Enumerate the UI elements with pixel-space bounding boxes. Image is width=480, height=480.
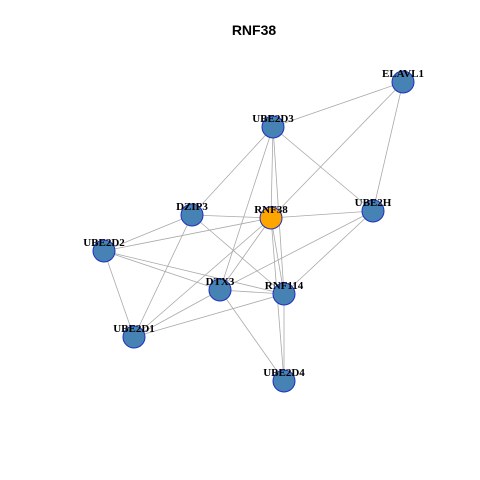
edge-rnf38-dtx3 [219, 217, 272, 291]
edge-ube2d3-dzip3 [191, 126, 274, 216]
graph-title: RNF38 [232, 22, 277, 38]
edge-dtx3-ube2d4 [219, 289, 285, 382]
node-ube2d4 [272, 369, 296, 393]
node-ube2d1 [122, 325, 146, 349]
node-label-dtx3: DTX3 [206, 276, 235, 288]
node-elavl1 [391, 70, 415, 94]
node-rnf114 [272, 282, 296, 306]
edge-dzip3-ube2d2 [103, 214, 193, 252]
edge-rnf38-rnf114 [270, 217, 285, 295]
edge-dzip3-rnf114 [191, 214, 285, 295]
edge-ube2d3-dtx3 [219, 126, 274, 291]
edge-rnf38-ube2d3 [270, 126, 274, 219]
node-label-rnf38: RNF38 [254, 204, 288, 216]
edge-elavl1-ube2d3 [272, 81, 404, 128]
node-label-rnf114: RNF114 [265, 280, 304, 292]
edge-layer [103, 81, 404, 382]
edge-ube2d2-rnf114 [103, 250, 285, 295]
node-layer [92, 70, 415, 393]
edge-ube2d2-ube2d1 [103, 250, 135, 338]
node-label-elavl1: ELAVL1 [382, 68, 424, 80]
edge-rnf38-ube2h [270, 210, 374, 219]
edge-ube2d2-dtx3 [103, 250, 221, 291]
node-label-ube2h: UBE2H [355, 197, 392, 209]
edge-ube2d3-ube2h [272, 126, 374, 212]
node-label-ube2d1: UBE2D1 [113, 323, 155, 335]
node-label-ube2d4: UBE2D4 [263, 367, 305, 379]
edge-dzip3-ube2d1 [133, 214, 193, 338]
node-label-dzip3: DZIP3 [176, 201, 208, 213]
node-ube2d2 [92, 239, 116, 263]
edge-elavl1-ube2h [372, 81, 404, 212]
node-rnf38 [259, 206, 283, 230]
node-ube2h [361, 199, 385, 223]
edge-rnf38-ube2d2 [103, 217, 272, 252]
edge-ube2h-rnf114 [283, 210, 374, 295]
edge-rnf114-ube2d1 [133, 293, 285, 338]
edge-ube2h-dtx3 [219, 210, 374, 291]
edge-dtx3-ube2d1 [133, 289, 221, 338]
edge-rnf38-elavl1 [270, 81, 404, 219]
edge-rnf38-dzip3 [191, 214, 272, 219]
node-dzip3 [180, 203, 204, 227]
node-ube2d3 [261, 115, 285, 139]
edge-rnf38-ube2d1 [133, 217, 272, 338]
node-dtx3 [208, 278, 232, 302]
node-label-ube2d3: UBE2D3 [252, 113, 294, 125]
node-label-ube2d2: UBE2D2 [83, 237, 125, 249]
